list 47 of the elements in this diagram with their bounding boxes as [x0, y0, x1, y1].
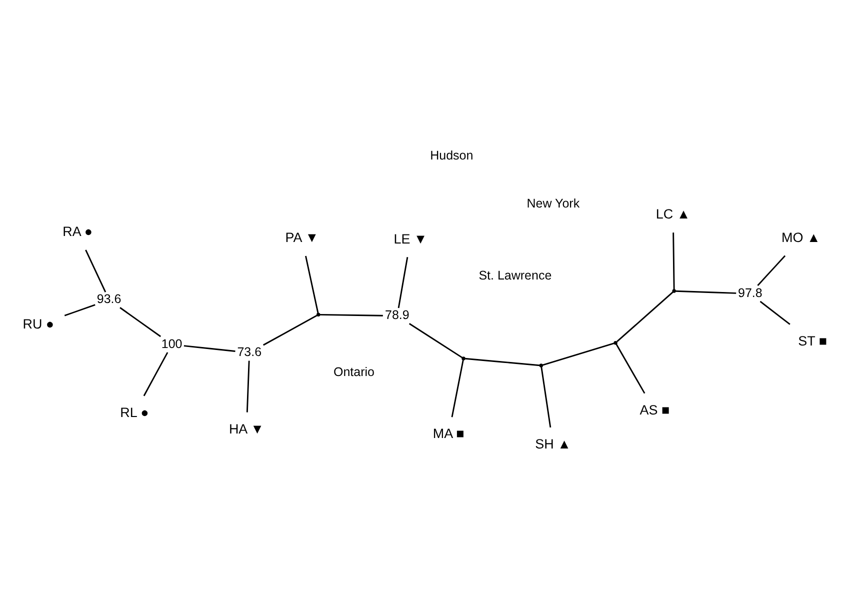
connector	[64, 304, 96, 316]
connector	[143, 352, 168, 396]
connector	[672, 232, 675, 290]
connector	[398, 257, 408, 308]
node-label: 97.8	[738, 286, 762, 300]
label: Hudson	[430, 148, 474, 162]
label: Ontario	[334, 364, 375, 379]
node-label: 100	[161, 336, 182, 351]
connector	[408, 323, 463, 358]
node-point	[672, 289, 676, 293]
connector	[540, 366, 552, 428]
label: New York	[526, 196, 580, 211]
node-text: SH ▲	[535, 436, 571, 452]
connector	[120, 307, 162, 338]
node-label: 73.6	[237, 345, 262, 360]
connector	[616, 292, 674, 342]
node-text: ST ■	[798, 333, 828, 348]
node-point	[462, 356, 466, 360]
connector	[760, 300, 790, 325]
connector	[263, 314, 318, 346]
node-text: LC ▲	[656, 206, 690, 222]
connector	[184, 345, 236, 352]
node-label: 93.6	[96, 292, 122, 306]
connector	[85, 250, 106, 292]
node-point	[316, 312, 320, 317]
node-text: RL ●	[120, 404, 149, 420]
connector	[451, 360, 464, 418]
connector	[305, 256, 319, 314]
node-label: 78.9	[385, 308, 410, 322]
node-text: HA ▼	[228, 421, 264, 436]
label: St. Lawrence	[478, 268, 552, 283]
connector	[465, 358, 540, 366]
connector	[542, 342, 614, 366]
node-text: AS ■	[640, 402, 670, 418]
node-point	[539, 364, 544, 368]
connector	[676, 290, 736, 294]
node-text: LE ▼	[394, 231, 428, 246]
node-point	[614, 341, 618, 345]
connector	[246, 360, 250, 412]
node-text: MA ■	[432, 426, 464, 442]
node-text: RA ●	[62, 224, 92, 240]
node-text: RU ●	[22, 316, 54, 332]
connector	[320, 314, 383, 316]
connector	[757, 255, 786, 286]
node-text: MO ▲	[782, 230, 820, 245]
node-text: PA ▼	[285, 230, 319, 246]
connector	[616, 344, 646, 394]
